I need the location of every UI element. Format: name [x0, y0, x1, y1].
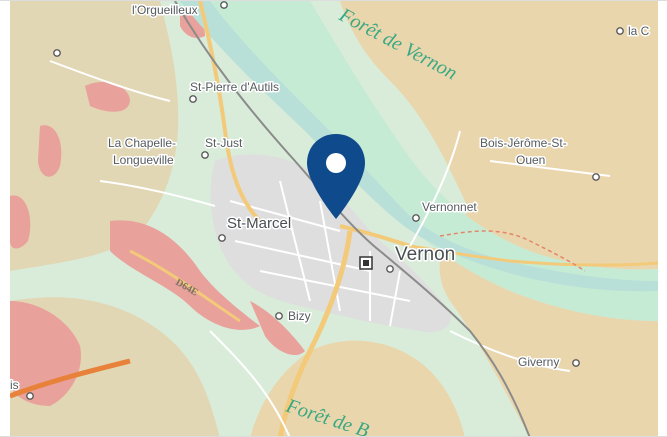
label-bois-jerome-1: Bois-Jérôme-St- [480, 136, 567, 150]
label-la-c: la C [628, 24, 650, 38]
place-dot-orgueilleux[interactable] [220, 1, 228, 9]
place-dot-nw[interactable] [53, 49, 61, 57]
place-dot-giverny[interactable] [572, 359, 580, 367]
label-st-just: St-Just [205, 136, 243, 150]
place-dot-la-c[interactable] [616, 27, 624, 35]
place-dot-bois-jerome[interactable] [592, 173, 600, 181]
road-east [409, 244, 658, 267]
label-bois-jerome-2: Ouen [516, 153, 545, 167]
slope-1 [85, 81, 130, 112]
place-dot-vernon[interactable] [386, 265, 394, 273]
label-chapelle-2: Longueville [113, 153, 174, 167]
major-roads [10, 1, 658, 436]
slope-4 [110, 220, 260, 330]
terrain-east-hills [340, 1, 658, 436]
road-sw [10, 358, 131, 399]
label-vernonnet: Vernonnet [422, 200, 477, 214]
trail [439, 230, 586, 272]
minor-roads [49, 60, 611, 436]
label-bizy: Bizy [288, 309, 311, 323]
label-giverny: Giverny [518, 355, 559, 369]
map-canvas[interactable]: l'Orgueilleux Forêt de Vernon St-Pierre … [10, 1, 658, 437]
place-dot-sw[interactable] [26, 392, 34, 400]
label-orgueilleux: l'Orgueilleux [132, 3, 198, 17]
place-dot-st-marcel[interactable] [218, 234, 226, 242]
railway [174, 1, 531, 436]
road-d181 [198, 1, 262, 223]
road-d64e [129, 249, 241, 323]
terrain-west-hills [10, 1, 179, 271]
label-st-pierre: St-Pierre d'Autils [190, 80, 279, 94]
road-south [277, 230, 353, 436]
label-chapelle-1: La Chapelle- [108, 136, 176, 150]
place-dot-vernonnet[interactable] [412, 214, 420, 222]
urban-area [210, 154, 451, 333]
place-dot-st-pierre[interactable] [189, 95, 197, 103]
seine-river [180, 1, 658, 292]
label-st-marcel: St-Marcel [227, 215, 291, 232]
train-station-icon[interactable] [359, 256, 373, 270]
place-dot-bizy[interactable] [275, 312, 283, 320]
slope-2 [38, 125, 62, 177]
place-dot-st-just[interactable] [201, 151, 209, 159]
map-svg[interactable]: l'Orgueilleux Forêt de Vernon St-Pierre … [10, 1, 658, 437]
label-vernon: Vernon [395, 244, 455, 265]
label-edge-is: is [10, 378, 19, 392]
location-pin-icon[interactable] [307, 134, 365, 219]
slope-5 [250, 301, 305, 356]
slope-3 [10, 195, 31, 249]
seine-valley [170, 1, 658, 321]
road-bridge [339, 224, 411, 248]
